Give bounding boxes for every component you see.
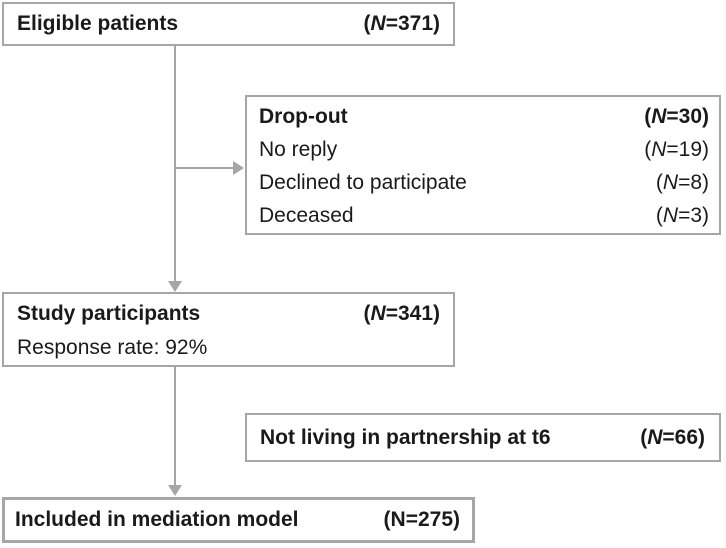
study-participants-box: Study participants (N=341) Response rate… bbox=[2, 292, 455, 367]
connector-eligible-to-participants bbox=[174, 46, 176, 282]
not-in-partnership-box: Not living in partnership at t6 (N=66) bbox=[245, 413, 721, 462]
box-label: No reply bbox=[259, 138, 338, 161]
study-participants-row: Study participants (N=341) bbox=[17, 296, 440, 331]
n-count: (N=66) bbox=[640, 425, 705, 449]
n-count: (N=19) bbox=[644, 138, 709, 161]
dropout-box: Drop-out (N=30) No reply (N=19) Declined… bbox=[245, 95, 721, 235]
dropout-row: No reply (N=19) bbox=[259, 133, 709, 166]
connector-branch-to-dropout bbox=[175, 167, 234, 169]
n-count: (N=30) bbox=[644, 105, 709, 128]
n-count: (N=3) bbox=[655, 204, 709, 227]
n-count: (N=8) bbox=[655, 171, 709, 194]
eligible-patients-row: Eligible patients (N=371) bbox=[17, 12, 440, 36]
not-in-partnership-row: Not living in partnership at t6 (N=66) bbox=[260, 426, 705, 450]
box-label: Included in mediation model bbox=[15, 508, 299, 531]
dropout-row: Drop-out (N=30) bbox=[259, 100, 709, 133]
included-in-model-box: Included in mediation model (N=275) bbox=[2, 497, 475, 543]
box-label: Not living in partnership at t6 bbox=[260, 425, 551, 449]
arrowhead-down-icon bbox=[168, 281, 182, 292]
included-in-model-row: Included in mediation model (N=275) bbox=[15, 508, 460, 532]
eligible-patients-box: Eligible patients (N=371) bbox=[2, 2, 455, 46]
connector-participants-to-included bbox=[174, 367, 176, 486]
box-label: Drop-out bbox=[259, 105, 348, 128]
n-count: (N=341) bbox=[363, 302, 440, 325]
response-rate-text: Response rate: 92% bbox=[17, 336, 208, 359]
n-count: (N=275) bbox=[383, 508, 460, 531]
box-label: Study participants bbox=[17, 302, 201, 325]
box-label: Declined to participate bbox=[259, 171, 467, 194]
arrowhead-right-icon bbox=[233, 161, 244, 175]
box-label: Deceased bbox=[259, 204, 354, 227]
n-count: (N=371) bbox=[363, 12, 440, 35]
arrowhead-down-icon bbox=[168, 485, 182, 496]
box-label: Eligible patients bbox=[17, 12, 179, 35]
dropout-row: Deceased (N=3) bbox=[259, 199, 709, 232]
dropout-row: Declined to participate (N=8) bbox=[259, 166, 709, 199]
